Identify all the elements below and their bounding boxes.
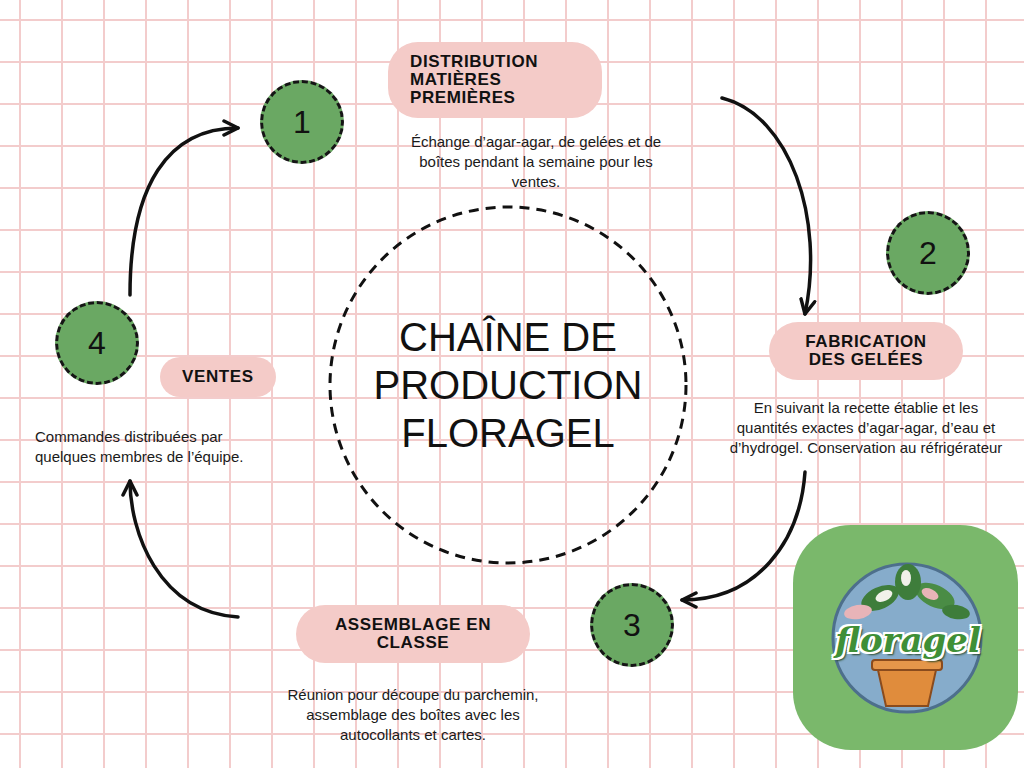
curved-arrow: [130, 481, 238, 617]
logo: [793, 525, 1018, 750]
curved-arrow: [130, 128, 238, 295]
step-pill: VENTES: [160, 357, 276, 397]
step-heading: VENTES: [182, 368, 254, 386]
curved-arrow: [682, 472, 805, 600]
step-pill: ASSEMBLAGE EN CLASSE: [296, 605, 530, 663]
step-description: Réunion pour découpe du parchemin, assem…: [268, 685, 558, 745]
step-heading: ASSEMBLAGE EN CLASSE: [318, 616, 508, 652]
callout-number: 3: [623, 607, 641, 644]
step-group: ASSEMBLAGE EN CLASSE Réunion pour découpe…: [250, 605, 576, 745]
step-number-circle: 2: [886, 211, 970, 295]
step-number-circle: 4: [55, 301, 139, 385]
step-number-circle: 1: [260, 80, 344, 164]
callout-number: 1: [293, 104, 311, 141]
diagram-title: CHAÎNE DE PRODUCTION FLORAGEL: [348, 313, 668, 457]
step-group: DISTRIBUTION MATIÈRES PREMIÈRES Échange d…: [380, 42, 692, 192]
step-pill: FABRICATION DES GELÉES: [769, 322, 963, 380]
callout-number: 4: [88, 325, 106, 362]
step-group: VENTES Commandes distribuées par quelques…: [35, 357, 310, 467]
curved-arrow: [722, 98, 811, 314]
step-heading: DISTRIBUTION MATIÈRES PREMIÈRES: [410, 53, 580, 107]
step-description: Commandes distribuées par quelques membr…: [35, 427, 275, 467]
step-heading: FABRICATION DES GELÉES: [791, 333, 941, 369]
step-group: FABRICATION DES GELÉES En suivant la rece…: [722, 322, 1010, 458]
step-description: En suivant la recette établie et les qua…: [722, 398, 1010, 458]
step-number-circle: 3: [590, 583, 674, 667]
step-pill: DISTRIBUTION MATIÈRES PREMIÈRES: [388, 42, 602, 118]
step-description: Échange d’agar-agar, de gelées et de boî…: [396, 132, 676, 192]
logo-wordmark: floragel: [835, 620, 981, 660]
callout-number: 2: [919, 235, 937, 272]
title-ring: [330, 207, 686, 563]
